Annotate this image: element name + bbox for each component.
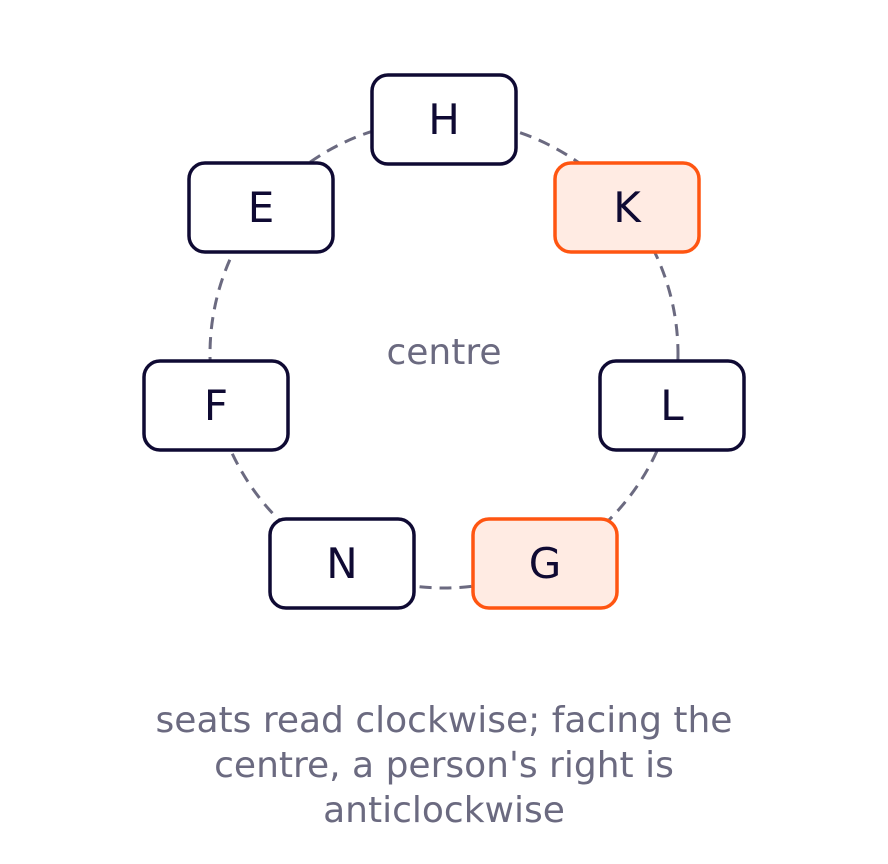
seat-n: N (268, 517, 416, 610)
seat-label: G (529, 539, 562, 588)
seat-box (370, 73, 518, 166)
seat-l: L (598, 359, 746, 452)
seat-g: G (471, 517, 619, 610)
seat-box (598, 359, 746, 452)
caption-line-2: centre, a person's right is (214, 745, 674, 786)
seat-k: K (553, 161, 701, 254)
seat-label: L (660, 381, 684, 430)
seat-label: H (428, 95, 460, 144)
seat-label: K (613, 183, 642, 232)
seat-f: F (142, 359, 290, 452)
seat-h: H (370, 73, 518, 166)
caption-line-1: seats read clockwise; facing the (156, 700, 733, 741)
seat-box (471, 517, 619, 610)
centre-label: centre (386, 332, 501, 373)
seat-box (553, 161, 701, 254)
seat-box (142, 359, 290, 452)
seat-box (187, 161, 335, 254)
seat-e: E (187, 161, 335, 254)
seat-label: F (204, 381, 228, 430)
seat-label: N (326, 539, 357, 588)
seat-box (268, 517, 416, 610)
seat-label: E (248, 183, 275, 232)
caption-line-3: anticlockwise (323, 790, 565, 831)
